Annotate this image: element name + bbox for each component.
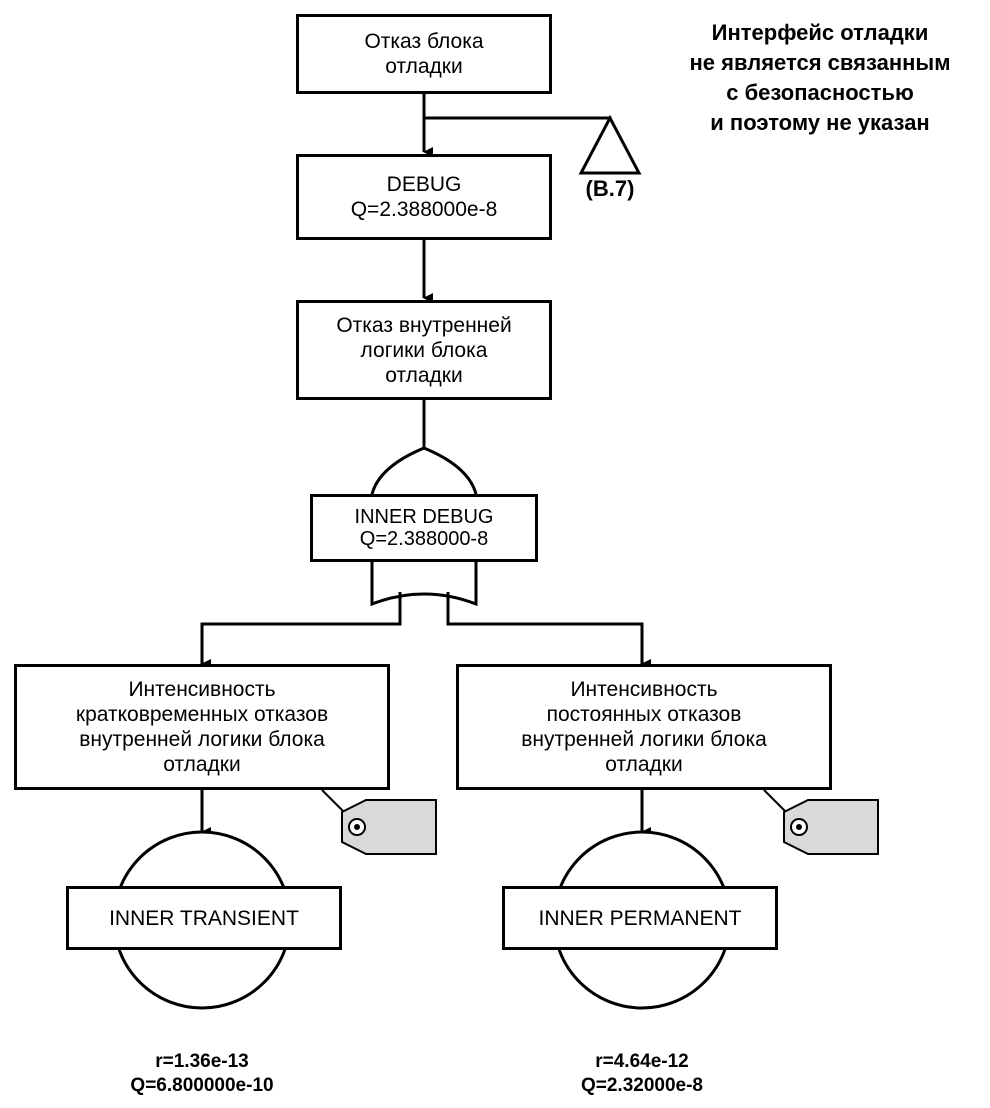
permanent-q-value: Q=2.32000e-8 — [580, 1075, 703, 1096]
transient-values: r=1.36e-13 Q=6.800000e-10 — [82, 1050, 322, 1098]
permanent-values: r=4.64e-12 Q=2.32000e-8 — [522, 1050, 762, 1098]
permanent-r-value: r=4.64e-12 — [595, 1051, 689, 1072]
top-event-box[interactable]: Отказ блока отладки — [296, 14, 552, 94]
tag-icon — [321, 789, 437, 855]
transient-desc-line-4: отладки — [163, 753, 241, 776]
note-line-4: и поэтому не указан — [710, 110, 930, 135]
transient-desc-line-2: кратковременных отказов — [75, 703, 329, 726]
tag-icon — [763, 789, 879, 855]
internal-line-3: отладки — [385, 363, 463, 387]
transfer-triangle-icon — [578, 114, 642, 175]
top-event-line-2: отладки — [385, 55, 463, 78]
or-gate-icon — [370, 446, 478, 607]
top-event-line-1: Отказ блока — [364, 30, 484, 53]
permanent-desc-line-3: внутренней логики блока — [521, 728, 767, 751]
inner-permanent-label: INNER PERMANENT — [538, 906, 742, 930]
inner-transient-box[interactable]: INNER TRANSIENT — [66, 886, 342, 950]
inner-permanent-box[interactable]: INNER PERMANENT — [502, 886, 778, 950]
permanent-desc-line-2: постоянных отказов — [546, 703, 742, 726]
transient-q-value: Q=6.800000e-10 — [130, 1075, 274, 1096]
note-line-3: с безопасностью — [726, 80, 914, 105]
connector-gate-to-transient — [200, 592, 402, 669]
note-line-2: не является связанным — [689, 50, 951, 75]
permanent-desc-box[interactable]: Интенсивность постоянных отказов внутрен… — [456, 664, 832, 790]
debug-line-2: Q=2.388000e-8 — [350, 198, 498, 221]
connector-to-transfer — [424, 116, 612, 128]
debug-line-1: DEBUG — [386, 173, 462, 196]
inner-transient-label: INNER TRANSIENT — [109, 906, 299, 930]
transient-desc-line-1: Интенсивность — [128, 678, 276, 701]
internal-line-2: логики блока — [360, 338, 488, 362]
internal-line-1: Отказ внутренней — [336, 313, 512, 337]
gate-line-1: INNER DEBUG — [354, 506, 494, 528]
transfer-ref-label: (B.7) — [585, 176, 635, 201]
permanent-desc-line-4: отладки — [605, 753, 683, 776]
internal-logic-box[interactable]: Отказ внутренней логики блока отладки — [296, 300, 552, 400]
debug-box[interactable]: DEBUG Q=2.388000e-8 — [296, 154, 552, 240]
note-text: Интерфейс отладки не является связанным … — [660, 18, 980, 138]
connector-gate-to-permanent — [446, 592, 651, 669]
note-line-1: Интерфейс отладки — [711, 20, 929, 45]
transient-desc-box[interactable]: Интенсивность кратковременных отказов вн… — [14, 664, 390, 790]
transient-desc-line-3: внутренней логики блока — [79, 728, 325, 751]
inner-debug-gate-box[interactable]: INNER DEBUG Q=2.388000-8 — [310, 494, 538, 562]
transient-r-value: r=1.36e-13 — [155, 1051, 249, 1072]
gate-line-2: Q=2.388000-8 — [359, 528, 489, 550]
permanent-desc-line-1: Интенсивность — [570, 678, 718, 701]
